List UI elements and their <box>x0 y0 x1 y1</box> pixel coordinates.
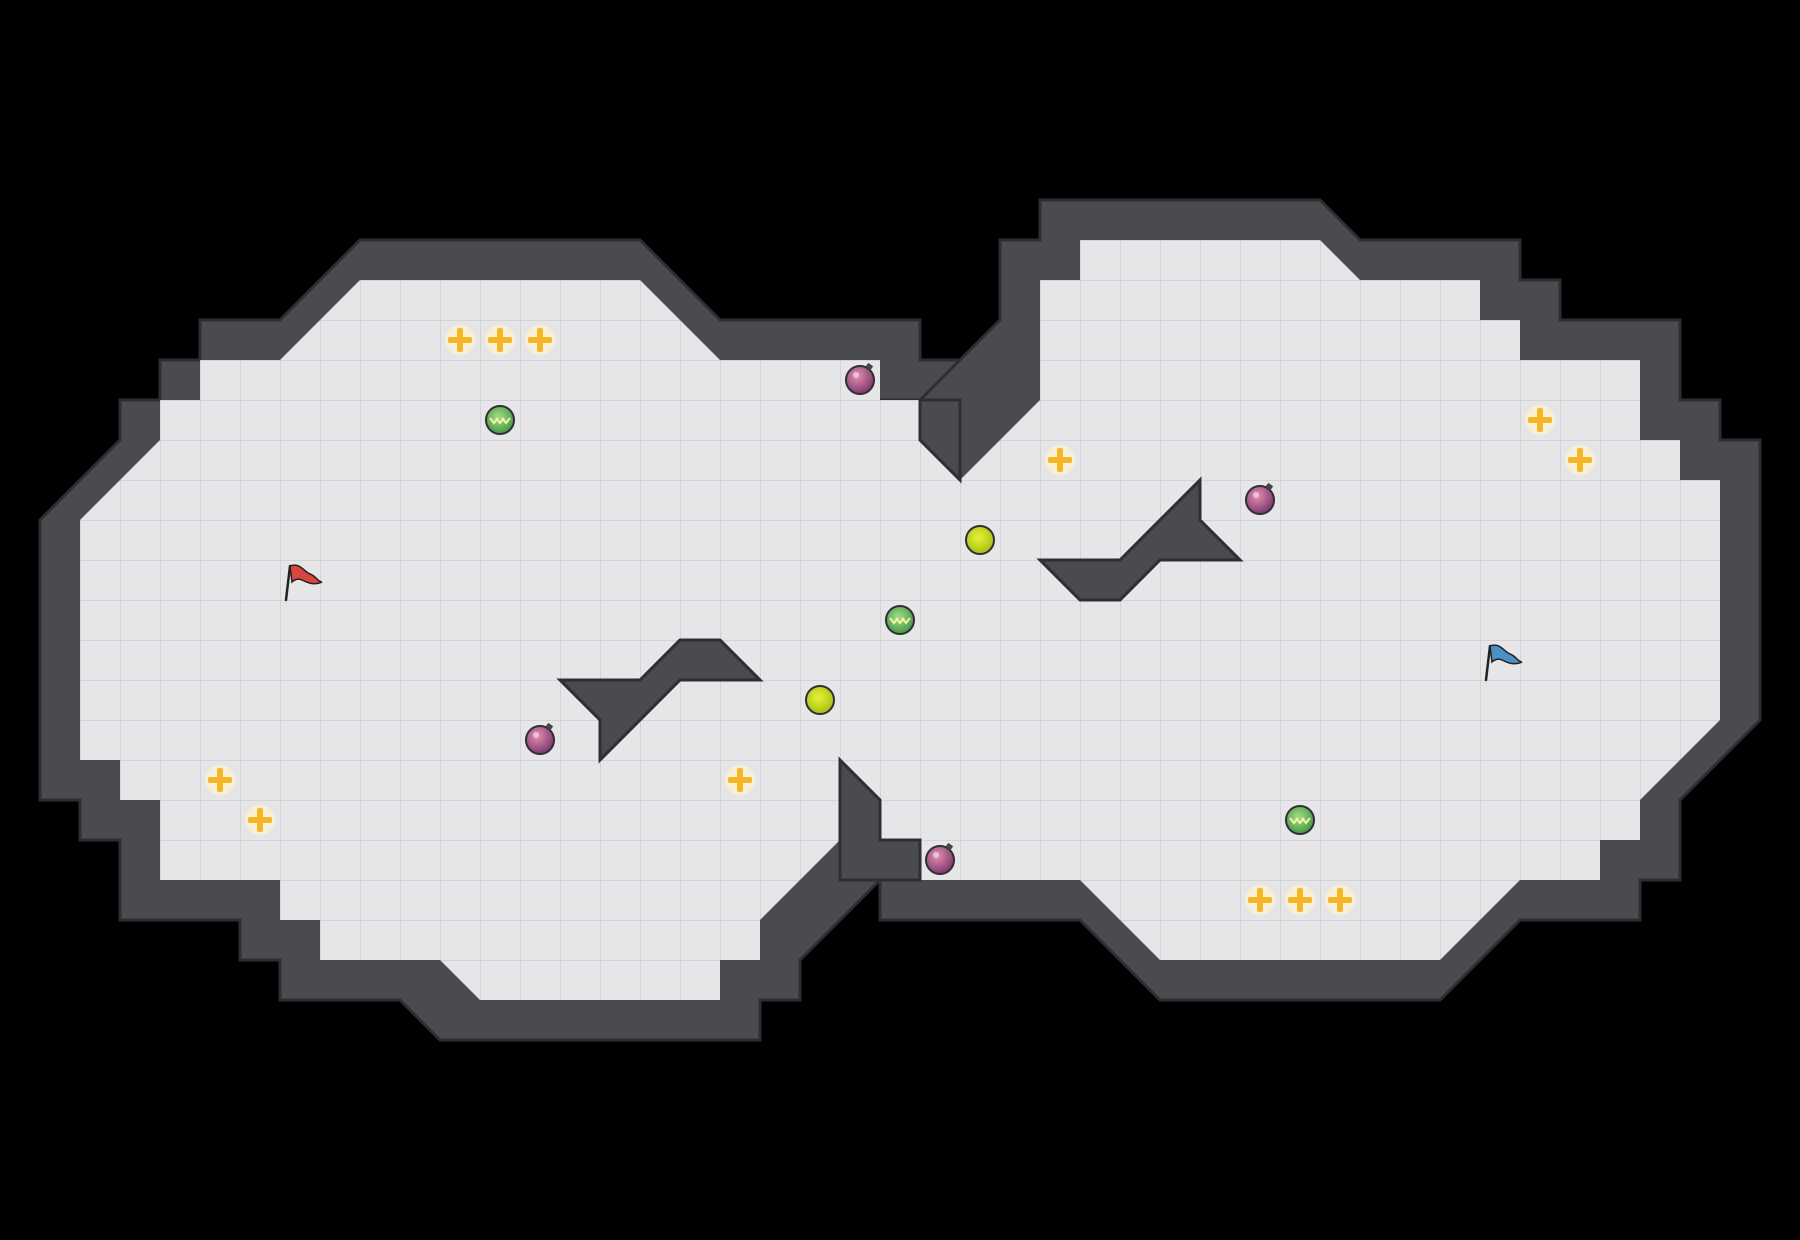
powerup-plus-icon <box>1045 445 1075 475</box>
powerup-plus-icon <box>445 325 475 355</box>
boost-pad-icon <box>1285 805 1315 835</box>
boost-pad-icon <box>885 605 915 635</box>
red-flag-icon <box>284 564 323 602</box>
bomb-icon <box>1245 482 1275 515</box>
left-interior-wall <box>556 638 764 764</box>
gate-button-icon <box>965 525 995 555</box>
center-notch-top <box>918 398 962 484</box>
powerup-plus-icon <box>1525 405 1555 435</box>
powerup-plus-icon <box>1565 445 1595 475</box>
objects-layer <box>205 325 1595 915</box>
floor-layer <box>80 240 1720 1000</box>
powerup-plus-icon <box>245 805 275 835</box>
powerup-plus-icon <box>1285 885 1315 915</box>
powerup-plus-icon <box>1325 885 1355 915</box>
left-room-floor <box>80 280 960 1000</box>
powerup-plus-icon <box>725 765 755 795</box>
bomb-icon <box>845 362 875 395</box>
center-notch-bottom <box>838 756 922 882</box>
powerup-plus-icon <box>205 765 235 795</box>
powerup-plus-icon <box>525 325 555 355</box>
right-room-floor <box>840 240 1720 960</box>
interior-walls <box>556 398 1244 882</box>
gate-button-icon <box>805 685 835 715</box>
powerup-plus-icon <box>485 325 515 355</box>
bomb-icon <box>525 722 555 755</box>
boost-pad-icon <box>485 405 515 435</box>
right-interior-wall <box>1036 476 1244 602</box>
blue-flag-icon <box>1484 644 1523 682</box>
bomb-icon <box>925 842 955 875</box>
center-connector-floor <box>840 400 960 880</box>
powerup-plus-icon <box>1245 885 1275 915</box>
